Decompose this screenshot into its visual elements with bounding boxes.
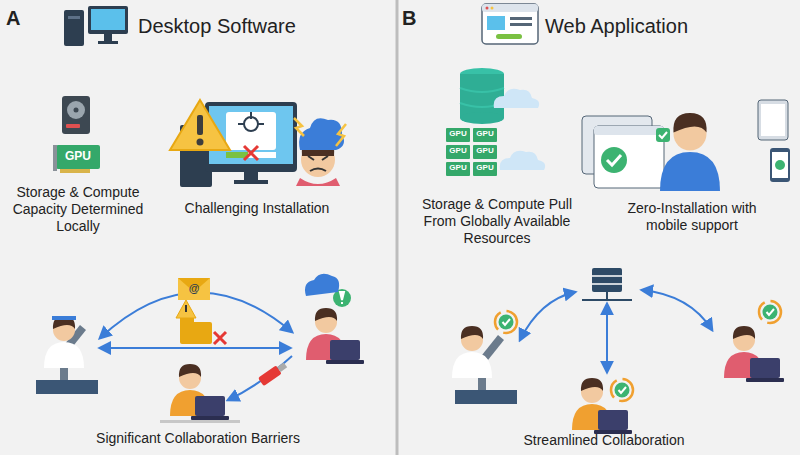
collaboration-barriers [36, 274, 364, 423]
installation-scene [170, 100, 346, 187]
zero-install-scene [582, 100, 790, 191]
gpu-label: GPU [446, 147, 470, 155]
streamlined-collaboration [452, 268, 800, 455]
gpu-label: GPU [473, 147, 497, 155]
email-symbol: @ [186, 283, 202, 294]
gpu-label: GPU [446, 164, 470, 172]
caption: Storage & Compute Pull From Globally Ava… [411, 196, 583, 246]
gpu-label: GPU [58, 150, 98, 162]
panel-title: Web Application [545, 14, 688, 38]
caption: Challenging Installation [162, 200, 352, 217]
caption: Storage & Compute Capacity Determined Lo… [2, 184, 154, 234]
computer-icon [64, 6, 128, 46]
caption: Significant Collaboration Barriers [48, 430, 348, 447]
panel-letter: B [402, 6, 416, 30]
gpu-label: GPU [473, 164, 497, 172]
gpu-label: GPU [473, 130, 497, 138]
caption: Zero-Installation with mobile support [618, 200, 766, 234]
cloud-resources [446, 68, 545, 176]
caption: Streamlined Collaboration [474, 432, 734, 449]
hard-drive [62, 96, 90, 134]
panel-letter: A [6, 6, 20, 30]
gpu-card [53, 145, 100, 173]
panel-title: Desktop Software [138, 14, 296, 38]
browser-icon [482, 4, 538, 44]
gpu-label: GPU [446, 130, 470, 138]
divider [396, 0, 399, 455]
